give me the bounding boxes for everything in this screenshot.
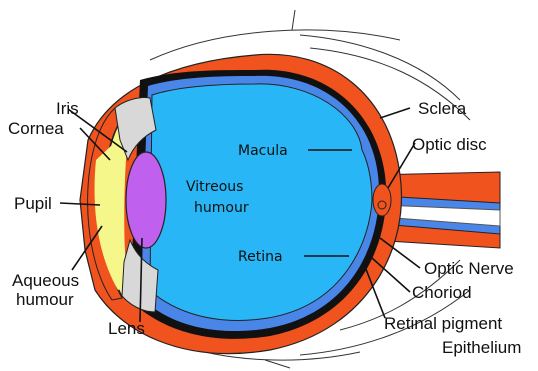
label-vitreous-2: humour (194, 200, 249, 216)
label-pupil: Pupil (14, 194, 52, 213)
label-optic-disc: Optic disc (412, 135, 487, 154)
label-choroid: Choriod (412, 283, 472, 302)
label-rpe-1: Retinal pigment (384, 314, 502, 333)
optic-disc (373, 184, 391, 216)
label-optic-nerve: Optic Nerve (424, 259, 514, 278)
label-cornea: Cornea (8, 119, 64, 138)
label-vitreous-1: Vitreous (186, 179, 243, 195)
optic-disc-center (378, 201, 386, 209)
label-sclera: Sclera (418, 99, 467, 118)
label-lens: Lens (108, 319, 145, 338)
label-aqueous-1: Aqueous (12, 271, 79, 290)
label-rpe-2: Epithelium (442, 338, 521, 357)
label-retina: Retina (238, 249, 283, 265)
label-iris: Iris (56, 99, 79, 118)
lens (126, 152, 166, 248)
label-macula: Macula (238, 143, 288, 159)
label-aqueous-2: humour (16, 290, 74, 309)
